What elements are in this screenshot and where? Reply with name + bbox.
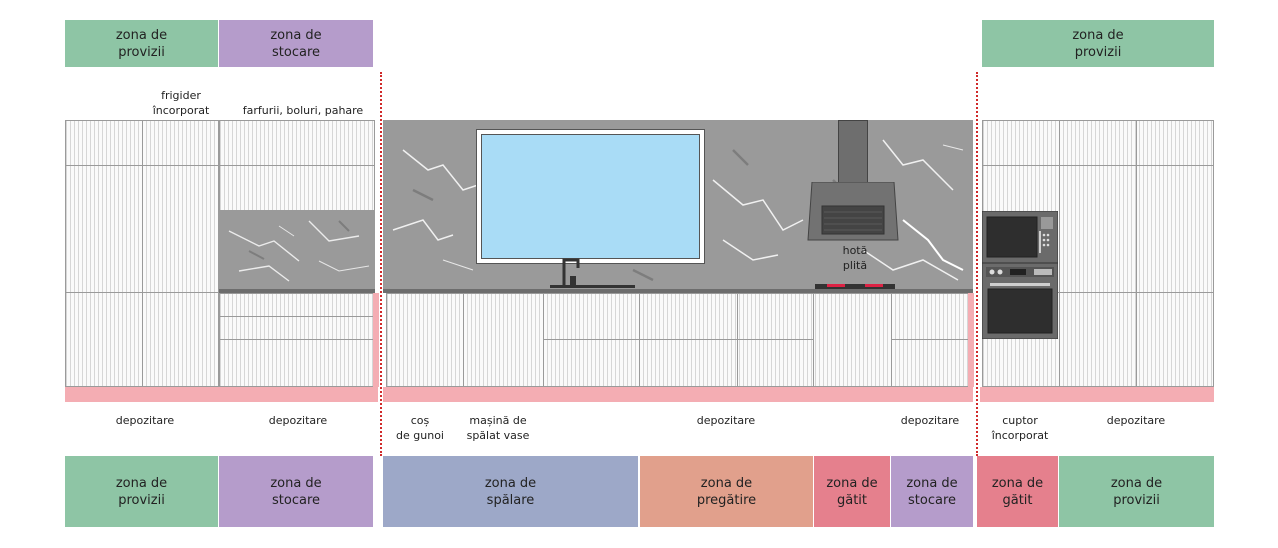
cabinet-split [737,293,738,387]
label-storage-2: depozitare [268,414,328,427]
label-storage-5: depozitare [1106,414,1166,427]
bottom-zone-washing: zona de spălare [383,456,638,527]
bottom-zone-storage-left: zona de stocare [219,456,373,527]
oven-icon [982,263,1058,339]
window-glass [481,134,700,259]
top-zone-provisions-right: zona de provizii [982,20,1214,67]
side-panel-pink [373,293,379,387]
tall-cabinet-split [142,120,143,387]
bottom-zone-storage-center: zona de stocare [891,456,973,527]
drawer-line [219,316,375,317]
tall-cabinet-split [1059,120,1060,387]
hob-icon [815,284,895,289]
label-storage-1: depozitare [115,414,175,427]
bottom-zone-preparation: zona de pregătire [640,456,813,527]
tall-cabinet-split [1136,120,1137,387]
tall-cabinet-line [65,292,219,293]
top-zone-storage: zona de stocare [219,20,373,67]
backsplash-left [219,211,375,290]
base-drawers-storage [219,293,375,387]
drawer-line [891,339,970,340]
cabinet-split [813,293,814,387]
fridge-label: frigider încorporat [152,89,210,117]
countertop-left [219,289,375,293]
cabinet-split [639,293,640,387]
wall-cabinet-line [219,165,375,166]
label-storage-3: depozitare [696,414,756,427]
countertop-central [383,289,973,293]
zone-divider-right [976,72,978,456]
bottom-zone-provisions-left: zona de provizii [65,456,218,527]
drawer-line [219,339,375,340]
bottom-zone-cooking-center: zona de gătit [814,456,890,527]
zone-divider-left [380,72,382,456]
plinth-central [383,387,973,402]
faucet-icon [550,258,635,288]
label-built-in-oven: cuptor încorporat [991,414,1049,442]
bottom-zone-cooking-right: zona de gătit [977,456,1058,527]
top-zone-provisions-left: zona de provizii [65,20,218,67]
tall-cabinet-line [982,292,1214,293]
cabinet-split [891,293,892,387]
plinth-left [65,387,378,402]
dishes-label: farfurii, boluri, pahare [242,104,364,117]
bottom-zone-provisions-right: zona de provizii [1059,456,1214,527]
cabinet-split [463,293,464,387]
hood-hob-label: hotă plită [842,244,868,272]
plinth-right [980,387,1214,402]
drawer-line [543,339,813,340]
side-panel-pink [968,293,974,387]
tall-cabinet-line [982,165,1214,166]
range-hood-icon [807,182,899,241]
label-dishwasher: mașină de spălat vase [466,414,530,442]
label-storage-4: depozitare [900,414,960,427]
cabinet-split [543,293,544,387]
tall-cabinet-line [65,165,219,166]
base-cabinets-central [386,293,970,387]
microwave-icon [982,211,1058,263]
hood-chimney [838,120,868,183]
label-trash-bin: coș de gunoi [396,414,444,442]
